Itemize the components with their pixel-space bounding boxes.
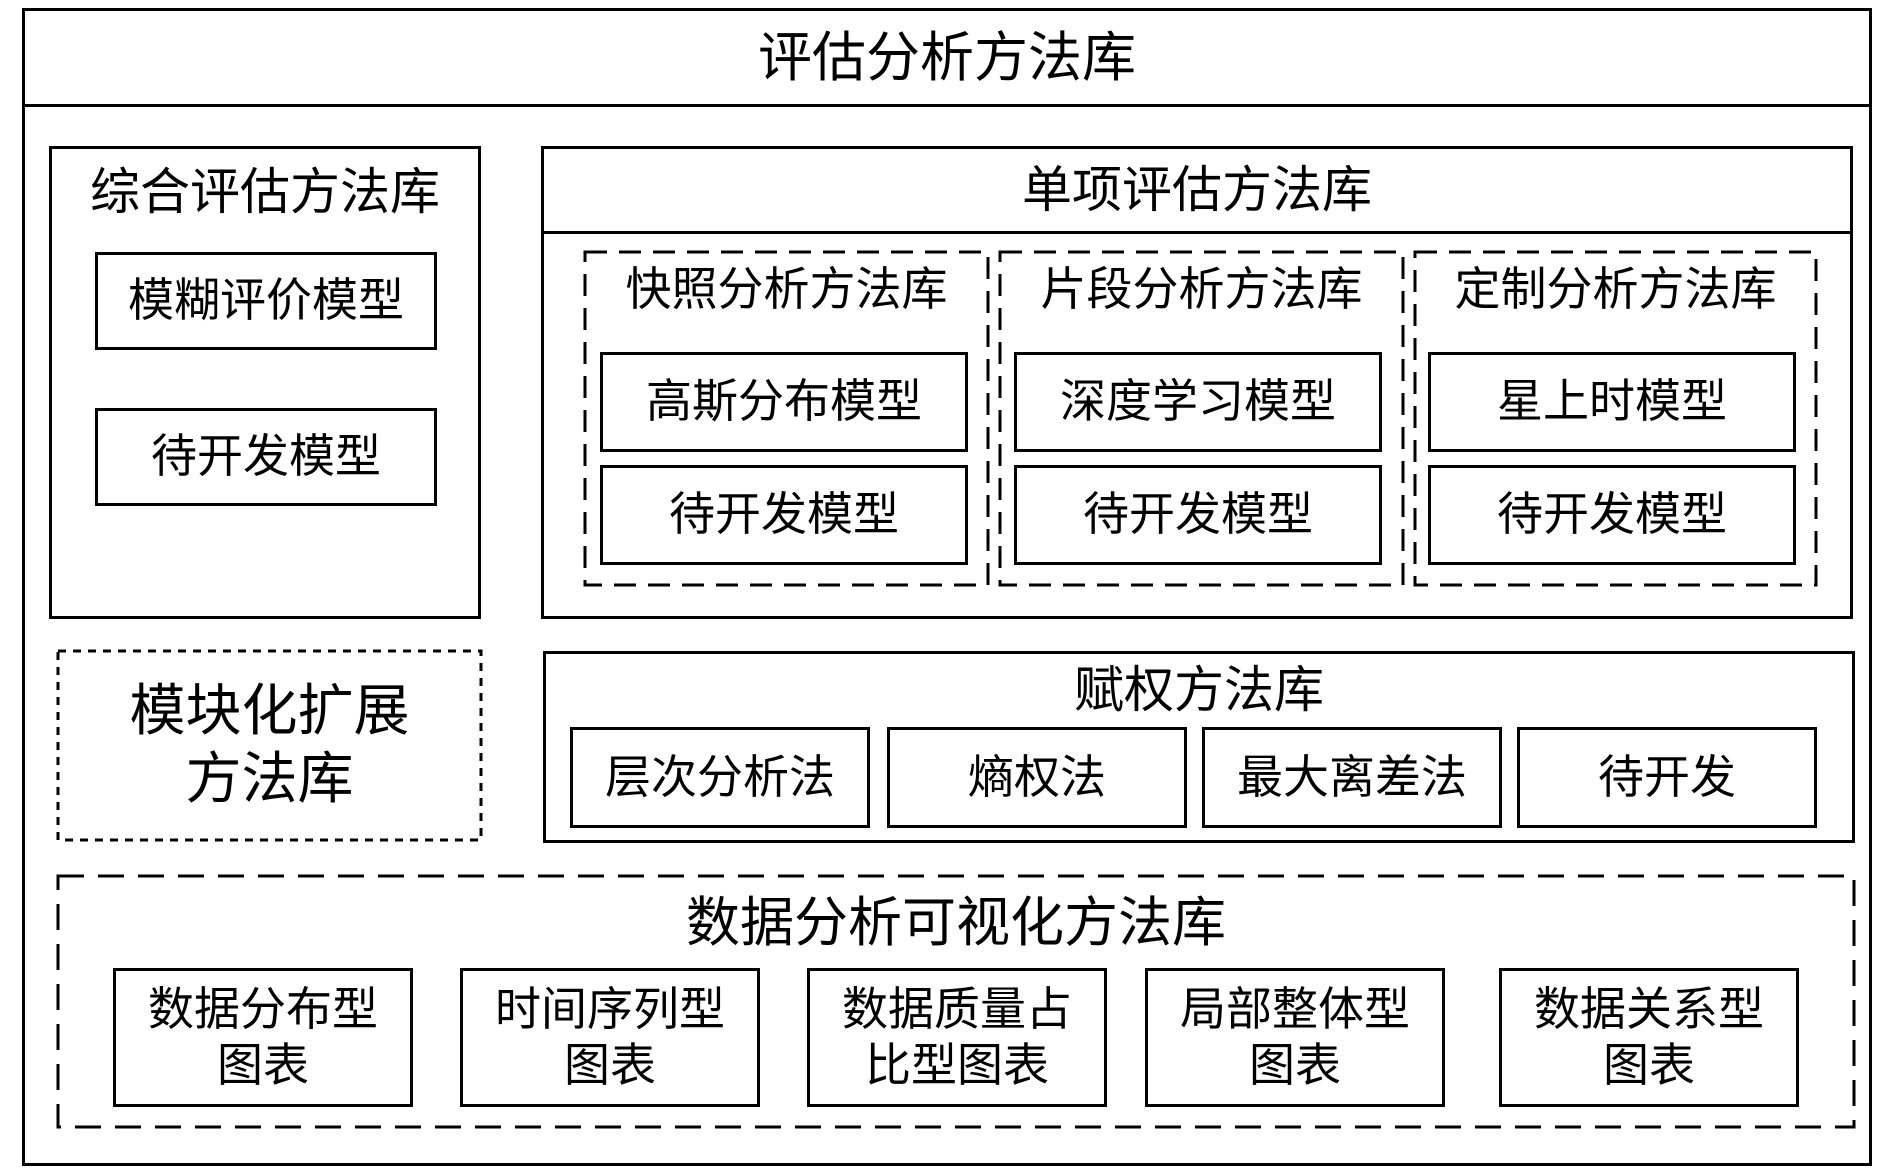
weighting-method-box: 最大离差法: [1202, 727, 1502, 828]
comprehensive-model-box: 待开发模型: [95, 408, 437, 506]
chart-type-line1: 数据分布型: [148, 982, 378, 1037]
snapshot-model-box: 待开发模型: [600, 465, 968, 565]
snapshot-group-title: 快照分析方法库: [625, 262, 948, 317]
custom-model-box: 星上时模型: [1428, 352, 1796, 452]
visualization-chart-box: 数据分布型 图表: [113, 968, 413, 1107]
comprehensive-model-box: 模糊评价模型: [95, 252, 437, 350]
visualization-chart-box: 数据质量占 比型图表: [807, 968, 1107, 1107]
chart-type-line1: 数据质量占: [842, 982, 1072, 1037]
fragment-group-title: 片段分析方法库: [1040, 262, 1363, 317]
comprehensive-library-box: [49, 146, 481, 619]
title-divider: [22, 104, 1872, 107]
fragment-model-box: 深度学习模型: [1014, 352, 1382, 452]
weighting-library-box: [543, 651, 1855, 843]
snapshot-model-box: 高斯分布模型: [600, 352, 968, 452]
custom-model-box: 待开发模型: [1428, 465, 1796, 565]
chart-type-line1: 数据关系型: [1534, 982, 1764, 1037]
diagram-title: 评估分析方法库: [758, 26, 1136, 90]
visualization-chart-box: 时间序列型 图表: [460, 968, 760, 1107]
modular-library-line2: 方法库: [185, 746, 354, 812]
chart-type-line2: 图表: [564, 1037, 656, 1092]
chart-type-line1: 时间序列型: [495, 982, 725, 1037]
weighting-method-box: 熵权法: [887, 727, 1187, 828]
outer-frame: [22, 8, 1872, 1166]
modular-library-label: 模块化扩展 方法库: [58, 651, 481, 840]
single-library-box: [541, 146, 1853, 619]
visualization-chart-box: 数据关系型 图表: [1499, 968, 1799, 1107]
chart-type-line2: 图表: [1249, 1037, 1341, 1092]
chart-type-line2: 图表: [217, 1037, 309, 1092]
single-library-title: 单项评估方法库: [1022, 161, 1372, 219]
weighting-method-box: 层次分析法: [570, 727, 870, 828]
chart-type-line2: 比型图表: [865, 1037, 1049, 1092]
visualization-chart-box: 局部整体型 图表: [1145, 968, 1445, 1107]
custom-group-title: 定制分析方法库: [1454, 262, 1777, 317]
visualization-library-title: 数据分析可视化方法库: [686, 891, 1226, 955]
chart-type-line1: 局部整体型: [1180, 982, 1410, 1037]
single-library-divider: [541, 231, 1853, 234]
modular-library-line1: 模块化扩展: [129, 679, 410, 745]
chart-type-line2: 图表: [1603, 1037, 1695, 1092]
comprehensive-library-title: 综合评估方法库: [90, 163, 440, 221]
weighting-method-box: 待开发: [1517, 727, 1817, 828]
fragment-model-box: 待开发模型: [1014, 465, 1382, 565]
weighting-library-title: 赋权方法库: [1074, 661, 1324, 719]
